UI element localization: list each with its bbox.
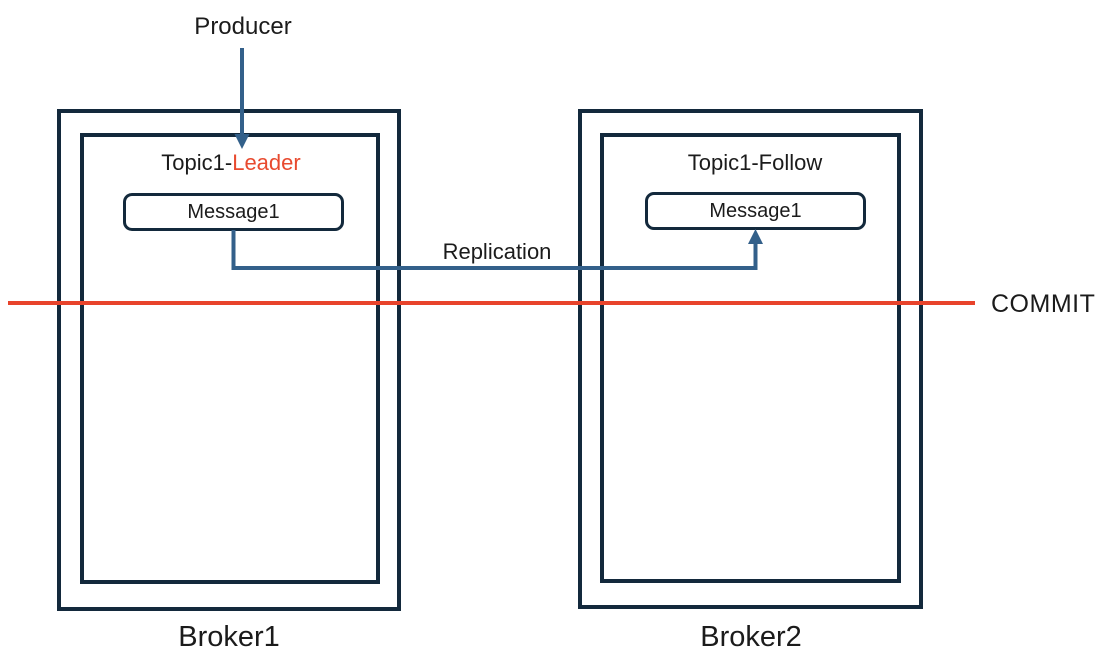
broker1-topic-prefix: Topic1- — [161, 150, 233, 175]
broker2-topic-prefix: Topic1- — [687, 150, 759, 175]
commit-label: COMMIT — [991, 290, 1096, 318]
broker2-topic-label: Topic1-Follow — [688, 150, 823, 176]
broker1-name-label: Broker1 — [178, 621, 280, 653]
producer-label: Producer — [194, 13, 292, 40]
broker2-topic-role: Follow — [758, 150, 823, 175]
broker1-topic-label: Topic1-Leader — [161, 150, 300, 176]
broker2-outer-box — [578, 109, 923, 609]
broker2-message-label: Message1 — [709, 199, 802, 222]
broker1-topic-role: Leader — [232, 150, 301, 175]
broker1-outer-box — [57, 109, 401, 611]
broker1-inner-box — [80, 133, 380, 584]
broker2-name-label: Broker2 — [700, 621, 802, 653]
broker2-message-box: Message1 — [645, 192, 866, 230]
broker2-inner-box — [600, 133, 901, 583]
replication-label: Replication — [442, 239, 552, 264]
broker1-message-label: Message1 — [187, 200, 280, 223]
broker1-message-box: Message1 — [123, 193, 344, 231]
